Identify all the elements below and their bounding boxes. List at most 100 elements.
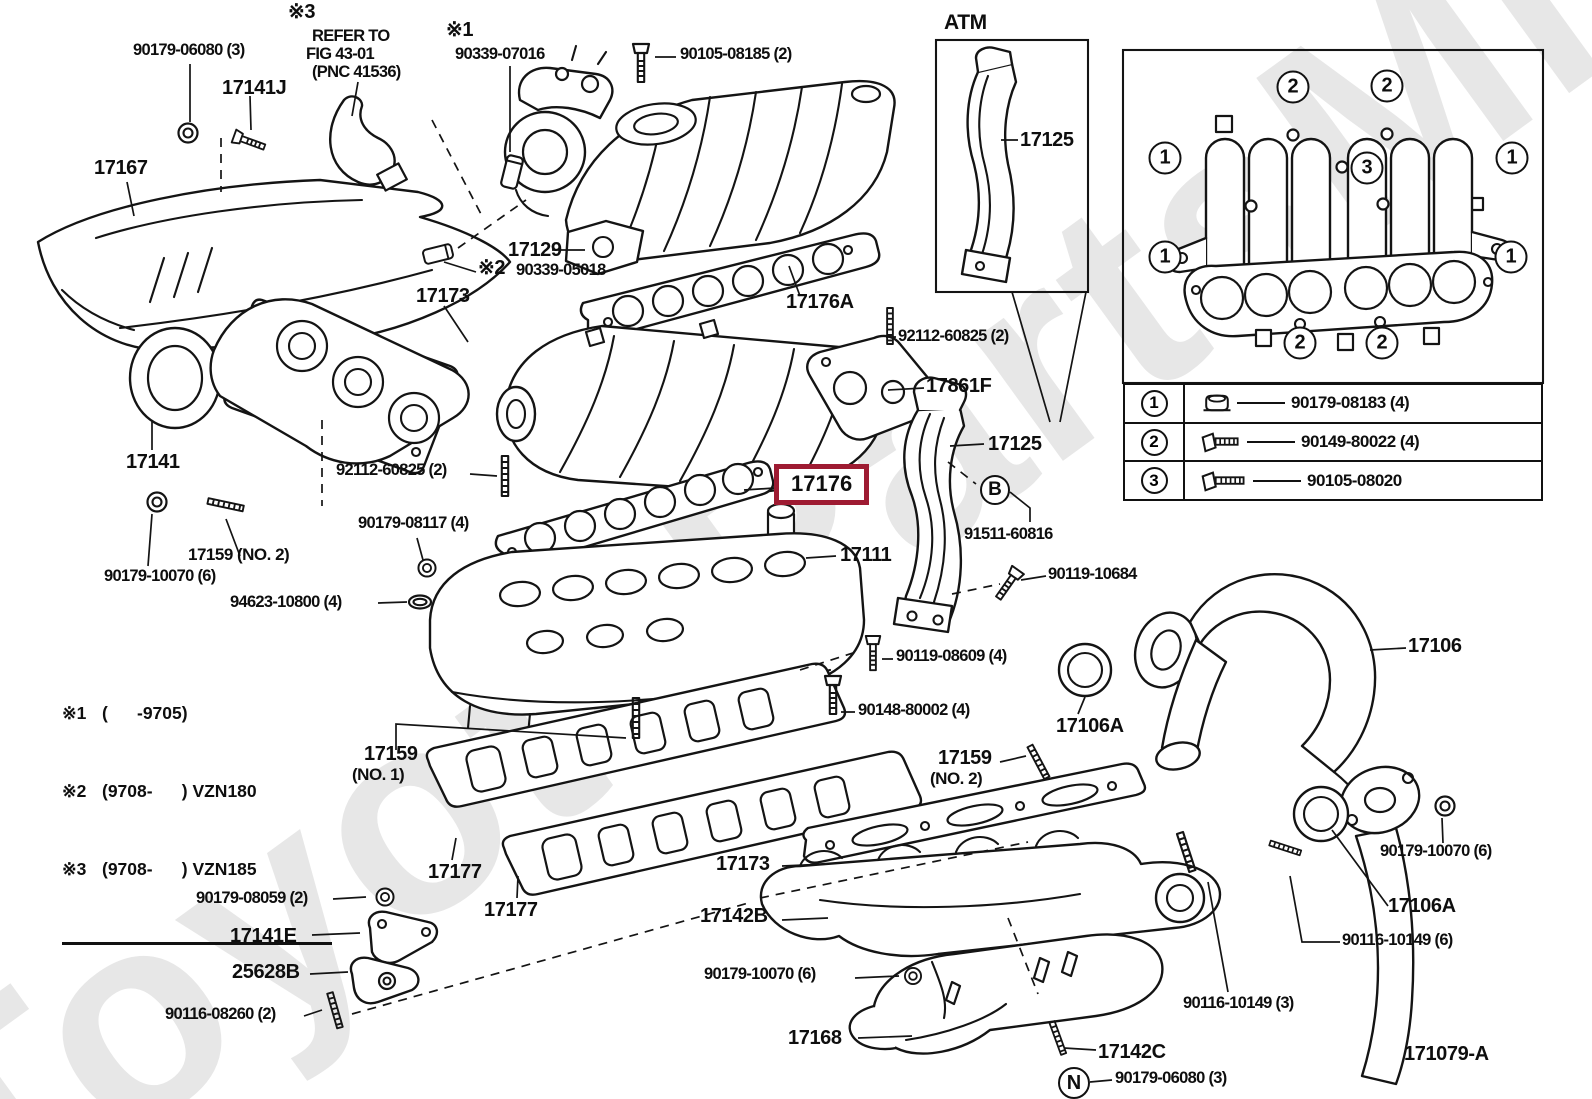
part-17111-intake-manifold-lower — [428, 502, 866, 736]
part-label: 90179-10070 (6) — [704, 965, 816, 983]
part-17106A-gasket-ring-lower — [1292, 785, 1350, 843]
part-label: 90179-06080 (3) — [133, 41, 245, 59]
part-label: 171079-A — [1404, 1043, 1489, 1065]
legend-part-number: 90149-80022 (4) — [1301, 432, 1420, 451]
applicability-notes: ※1 ( -9705) ※2 (9708- ) VZN180 ※3 (9708- ) … — [62, 648, 332, 945]
part-label: 17106A — [1056, 715, 1124, 737]
part-label: 90179-10070 (6) — [1380, 842, 1492, 860]
part-label: 90119-10684 — [1048, 565, 1137, 583]
circled-callout: 2 — [1365, 326, 1399, 360]
part-label: 17173 — [416, 285, 470, 307]
circled-callout: 1 — [1495, 141, 1529, 175]
part-17129 — [564, 219, 645, 276]
circled-callout: 1 — [1494, 240, 1528, 274]
part-label: 17159 (NO. 2) — [188, 545, 290, 564]
note-row: ※1 ( -9705) — [62, 700, 332, 726]
part-label: 90105-08185 (2) — [680, 45, 792, 63]
note-mark: ※1 — [62, 703, 87, 723]
circled-number: 2 — [1140, 428, 1168, 456]
part-label: 17142C — [1098, 1041, 1166, 1063]
legend-part-number: 90179-08183 (4) — [1291, 393, 1410, 413]
part-label: 90339-05018 — [516, 261, 606, 279]
note-text: (9708- ) VZN185 — [102, 859, 257, 879]
part-label: 17159 — [938, 747, 992, 769]
part-17106-exhaust-pipe — [1133, 572, 1421, 1086]
part-label: 17177 — [484, 899, 538, 921]
part-label: 92112-60825 (2) — [336, 461, 447, 479]
circled-callout: 2 — [1283, 326, 1317, 360]
inset-gasket-diagram — [1121, 48, 1545, 385]
part-label: 90179-08117 (4) — [358, 514, 469, 532]
part-label: 17125 — [988, 433, 1042, 455]
part-label: 92112-60825 (2) — [898, 327, 1009, 345]
atm-inset-box — [934, 38, 1090, 294]
part-17167-heat-insulator — [36, 178, 512, 352]
circled-number: 1 — [1140, 389, 1168, 417]
note-row: ※2 (9708- ) VZN180 — [62, 778, 332, 804]
circled-callout: 3 — [1350, 151, 1384, 185]
legend-row: 3 90105-08020 — [1125, 462, 1541, 500]
part-label: 17861F — [926, 375, 992, 397]
part-17177-gasket-upper — [425, 662, 847, 808]
bolt-icon — [1199, 429, 1245, 455]
part-label: 17167 — [94, 157, 148, 179]
part-label: 17111 — [840, 544, 892, 566]
part-label: 17141J — [222, 77, 287, 99]
part-25628B-bracket — [349, 956, 420, 1005]
part-intake-manifold-middle — [495, 318, 894, 494]
part-label: 90116-10149 (6) — [1342, 931, 1453, 949]
part-label: ※2 — [478, 257, 506, 279]
part-label: 17106 — [1408, 635, 1462, 657]
circled-callout: 2 — [1276, 70, 1310, 104]
circled-callout: 1 — [1148, 141, 1182, 175]
part-label: ATM — [944, 11, 987, 34]
part-label: 17159 — [364, 743, 418, 765]
part-label: 90339-07016 — [455, 45, 545, 63]
part-label: 17142B — [700, 905, 768, 927]
circled-callout: 1 — [1148, 240, 1182, 274]
circled-callout: 2 — [1370, 69, 1404, 103]
part-water-bypass-hose — [329, 95, 408, 192]
part-label: 17125 — [1020, 129, 1074, 151]
part-17173-gasket-rear — [802, 762, 1147, 864]
note-row: ※3 (9708- ) VZN185 — [62, 856, 332, 882]
part-label: 17173 — [716, 853, 770, 875]
part-label: 90116-10149 (3) — [1183, 994, 1294, 1012]
part-label: (PNC 41536) — [312, 63, 401, 81]
part-label: 17177 — [428, 861, 482, 883]
leader-lines — [126, 56, 1444, 1083]
part-label: REFER TO — [312, 27, 390, 45]
part-label: 90119-08609 (4) — [896, 647, 1007, 665]
part-label: (NO. 1) — [352, 765, 405, 784]
legend-dash — [1253, 479, 1301, 482]
part-label: FIG 43-01 — [306, 45, 375, 63]
note-mark: ※2 — [62, 781, 87, 801]
part-label: 90148-80002 (4) — [858, 701, 970, 719]
nut-icon — [1199, 390, 1235, 416]
part-label: 90116-08260 (2) — [165, 1005, 276, 1023]
part-17141-exhaust-manifold — [128, 298, 470, 465]
circled-callout: B — [980, 475, 1010, 505]
note-text: ( -9705) — [102, 703, 188, 723]
part-label: 90179-10070 (6) — [104, 567, 216, 585]
highlighted-part-box: 17176 — [774, 464, 870, 505]
part-label: ※1 — [446, 19, 474, 41]
part-intake-chamber-upper — [564, 79, 896, 262]
legend-row: 1 90179-08183 (4) — [1125, 385, 1541, 424]
part-label: 91511-60816 — [964, 525, 1053, 543]
note-mark: ※3 — [62, 859, 87, 879]
legend-dash — [1237, 402, 1285, 405]
part-label: 90179-08059 (2) — [196, 889, 308, 907]
part-label: 17141E — [230, 925, 297, 947]
legend-part-number: 90105-08020 — [1307, 470, 1402, 490]
part-label: 17168 — [788, 1027, 842, 1049]
part-label: 90179-06080 (3) — [1115, 1069, 1227, 1087]
circled-callout: N — [1058, 1067, 1090, 1099]
note-text: (9708- ) VZN180 — [102, 781, 257, 801]
part-throttle-body — [503, 44, 614, 218]
bolt-icon — [1199, 468, 1251, 494]
part-label: (NO. 2) — [930, 769, 983, 788]
